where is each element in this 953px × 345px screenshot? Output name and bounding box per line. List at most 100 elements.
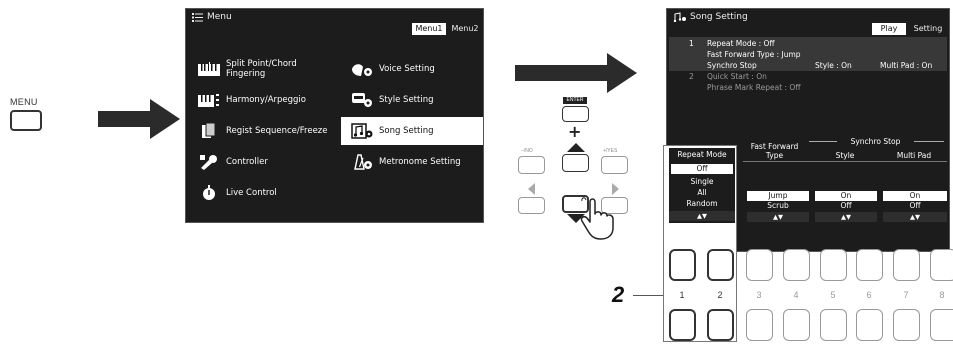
col-fast-forward-line1: Fast Forward [750, 142, 799, 151]
up-triangle-icon [567, 143, 585, 152]
panel-upper-button-1[interactable] [669, 249, 696, 281]
metronome-icon [351, 153, 373, 171]
menu-item-live-control[interactable]: Live Control [188, 179, 338, 207]
summary-synchro-stop: Synchro Stop [707, 61, 757, 70]
ff-value-scrub[interactable]: Scrub [767, 201, 789, 210]
arrow-right-icon [515, 53, 637, 93]
minus-no-button[interactable] [518, 156, 545, 174]
menu-item-split-point[interactable]: Split Point/Chord Fingering [188, 55, 338, 83]
panel-lower-button-7[interactable] [893, 309, 920, 341]
live-control-icon [198, 184, 220, 202]
panel-lower-button-1[interactable] [669, 309, 696, 341]
plus-yes-label: +/YES [603, 148, 618, 154]
menu-item-label: Style Setting [379, 95, 434, 105]
divider [743, 161, 947, 162]
header-line [914, 141, 944, 142]
menu-item-label: Metronome Setting [379, 157, 461, 167]
multipad-value-on[interactable]: On [883, 191, 947, 201]
panel-lower-button-5[interactable] [820, 309, 847, 341]
menu-item-metronome-setting[interactable]: Metronome Setting [341, 148, 483, 176]
panel-upper-button-4[interactable] [783, 249, 810, 281]
repeat-mode-header-text: Repeat Mode [677, 150, 727, 159]
panel-lower-button-3[interactable] [746, 309, 773, 341]
menu-item-style-setting[interactable]: Style Setting [341, 86, 483, 114]
style-arrows[interactable]: ▲▼ [815, 212, 877, 222]
summary-quick-start: Quick Start : On [707, 72, 767, 81]
right-button[interactable] [601, 197, 628, 214]
right-triangle-icon [612, 183, 619, 195]
multipad-value-off[interactable]: Off [909, 201, 921, 210]
menu-screen-title: Menu [192, 12, 232, 22]
step-callout: 2 [612, 282, 625, 307]
song-title-text: Song Setting [690, 12, 748, 22]
panel-number-4: 4 [793, 290, 799, 300]
panel-upper-button-5[interactable] [820, 249, 847, 281]
panel-number-2: 2 [717, 290, 723, 300]
summary-fast-forward: Fast Forward Type : Jump [707, 50, 801, 59]
panel-lower-button-6[interactable] [856, 309, 883, 341]
ff-arrows[interactable]: ▲▼ [747, 212, 809, 222]
style-setting-icon [351, 91, 373, 109]
summary-multipad-on: Multi Pad : On [880, 61, 933, 70]
tab-play[interactable]: Play [872, 23, 906, 35]
tab-menu1[interactable]: Menu1 [412, 23, 446, 35]
up-button[interactable] [562, 154, 589, 172]
hand-pointer-icon [580, 196, 614, 240]
menu-item-label: Song Setting [379, 126, 434, 136]
multipad-arrows[interactable]: ▲▼ [883, 212, 947, 222]
panel-lower-button-4[interactable] [783, 309, 810, 341]
plus-yes-button[interactable] [601, 156, 628, 174]
menu-item-controller[interactable]: Controller [188, 148, 338, 176]
menu-item-label: Voice Setting [379, 64, 435, 74]
menu-item-voice-setting[interactable]: Voice Setting [341, 55, 483, 83]
menu-screen: Menu Menu1 Menu2 Split Point/Chord Finge… [185, 8, 484, 223]
repeat-option-single[interactable]: Single [690, 177, 714, 186]
harmony-icon [198, 91, 220, 109]
col-fast-forward-line2: Type [765, 151, 784, 160]
panel-number-6: 6 [866, 290, 872, 300]
repeat-mode-header: Repeat Mode [669, 148, 735, 162]
repeat-option-off[interactable]: Off [671, 164, 733, 174]
menu-item-label: Regist Sequence/Freeze [226, 126, 328, 136]
panel-upper-button-7[interactable] [893, 249, 920, 281]
panel-upper-button-2[interactable] [707, 249, 734, 281]
regist-sequence-icon [198, 122, 220, 140]
voice-setting-icon [351, 60, 373, 78]
menu-item-label: Harmony/Arpeggio [226, 95, 306, 105]
style-value-off[interactable]: Off [840, 201, 852, 210]
ff-value-jump[interactable]: Jump [747, 191, 809, 201]
panel-upper-button-6[interactable] [856, 249, 883, 281]
split-point-icon [198, 60, 220, 78]
menu-item-harmony[interactable]: Harmony/Arpeggio [188, 86, 338, 114]
summary-highlight [669, 37, 947, 71]
style-value-on[interactable]: On [815, 191, 877, 201]
menu-button[interactable] [10, 110, 42, 131]
song-setting-icon [351, 122, 373, 140]
repeat-arrows[interactable]: ▲▼ [669, 211, 735, 221]
summary-style-on: Style : On [815, 61, 852, 70]
tab-setting[interactable]: Setting [913, 24, 943, 33]
enter-label: ENTER [563, 97, 587, 104]
panel-number-1: 1 [679, 290, 685, 300]
left-button[interactable] [518, 197, 545, 214]
repeat-option-random[interactable]: Random [686, 199, 718, 208]
panel-number-5: 5 [830, 290, 836, 300]
menu-item-regist-sequence[interactable]: Regist Sequence/Freeze [188, 117, 338, 145]
panel-number-8: 8 [939, 290, 945, 300]
minus-no-label: −/NO [521, 148, 533, 154]
repeat-option-all[interactable]: All [697, 188, 707, 197]
panel-number-7: 7 [903, 290, 909, 300]
tab-menu2[interactable]: Menu2 [451, 24, 479, 33]
panel-upper-button-8[interactable] [930, 249, 953, 281]
song-setting-icon [673, 12, 686, 22]
panel-upper-button-3[interactable] [746, 249, 773, 281]
menu-item-song-setting[interactable]: Song Setting [341, 117, 483, 145]
enter-button[interactable] [562, 106, 589, 122]
summary-number-2: 2 [689, 72, 694, 81]
menu-item-label: Live Control [226, 188, 277, 198]
plus-sign: + [568, 122, 582, 141]
panel-lower-button-2[interactable] [707, 309, 734, 341]
panel-lower-button-8[interactable] [930, 309, 953, 341]
col-multi-pad: Multi Pad [896, 151, 932, 160]
menu-button-label: MENU [10, 97, 38, 107]
